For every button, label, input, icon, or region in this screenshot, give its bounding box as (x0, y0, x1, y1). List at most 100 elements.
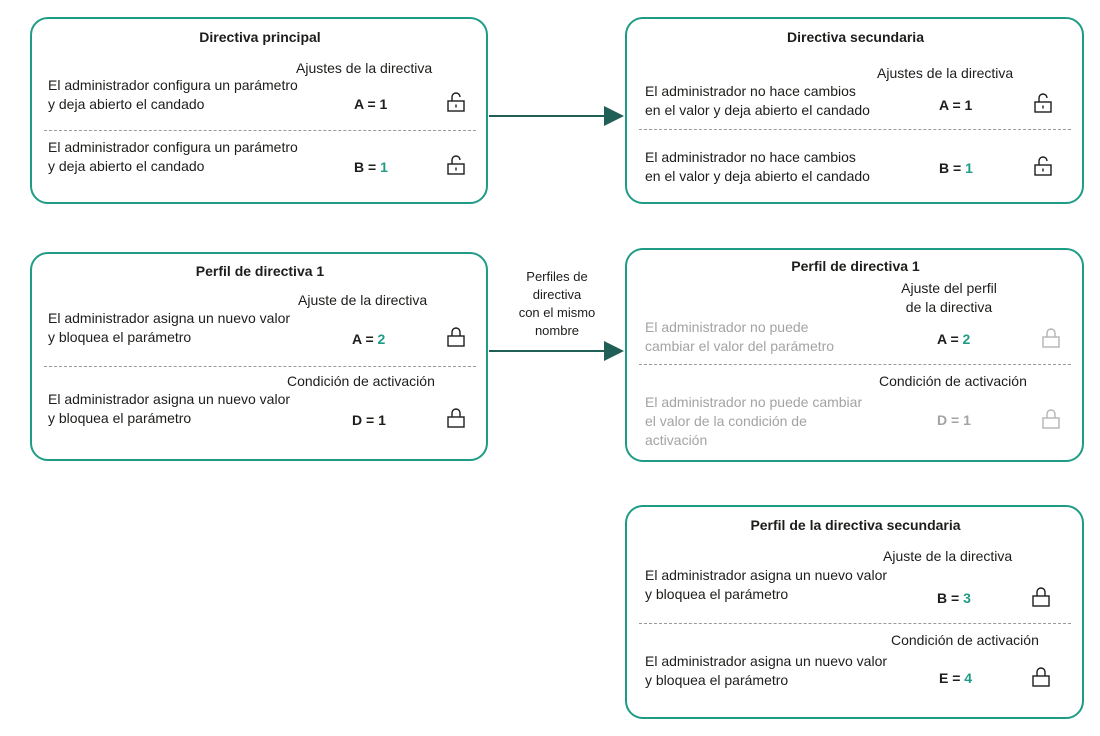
row-description-line: y bloquea el parámetro (48, 410, 192, 426)
open-padlock-icon (1033, 155, 1053, 177)
row-description-line: El administrador asigna un nuevo valor (645, 567, 888, 583)
box-title: Perfil de directiva 1 (791, 258, 920, 274)
value-prefix: B = (939, 160, 966, 176)
value-number: 1 (963, 412, 971, 428)
setting-value: D = 1 (937, 411, 971, 430)
closed-padlock-icon (1031, 666, 1051, 688)
main-policy-box: Directiva principal Ajustes de la direct… (30, 17, 488, 204)
value-number: 1 (379, 96, 388, 112)
box-title: Directiva secundaria (787, 29, 924, 45)
row-description-line: El administrador asigna un nuevo valor (645, 653, 888, 669)
section-label: Condición de activación (891, 632, 1039, 648)
secondary-policy-box: Directiva secundaria Ajustes de la direc… (625, 17, 1084, 204)
row-description: El administrador asigna un nuevo valor y… (48, 309, 290, 347)
arrow-label-line: Perfiles de (526, 269, 588, 284)
policy-profile-box: Perfil de directiva 1 Ajuste de la direc… (30, 252, 488, 461)
box-title: Perfil de la directiva secundaria (750, 517, 961, 533)
row-description-line: el valor de la condición de (645, 413, 807, 429)
row-divider (44, 366, 476, 367)
setting-value: A = 1 (939, 96, 972, 115)
box-title: Perfil de directiva 1 (195, 263, 325, 279)
value-number: 1 (965, 160, 973, 176)
row-description: El administrador configura un parámetro … (48, 138, 298, 176)
row-description-line: El administrador no hace cambios (645, 83, 856, 99)
setting-value: B = 1 (939, 159, 973, 178)
closed-padlock-icon (1031, 586, 1051, 608)
setting-value: E = 4 (939, 669, 972, 688)
open-padlock-icon (446, 154, 466, 176)
row-description-line: y deja abierto el candado (48, 158, 205, 174)
row-description: El administrador no hace cambios en el v… (645, 82, 870, 120)
row-description: El administrador asigna un nuevo valor y… (645, 566, 887, 604)
value-number: 2 (377, 331, 386, 347)
row-divider (639, 623, 1071, 624)
setting-value: B = 3 (937, 589, 971, 608)
arrow-label: Perfiles de directiva con el mismo nombr… (500, 268, 614, 340)
value-prefix: A = (352, 331, 378, 347)
setting-value: A = 2 (937, 330, 970, 349)
value-prefix: D = (937, 412, 964, 428)
value-number: 1 (964, 97, 973, 113)
value-prefix: A = (937, 331, 963, 347)
value-number: 4 (964, 670, 973, 686)
row-description-line: y bloquea el parámetro (48, 329, 192, 345)
open-padlock-icon (446, 91, 466, 113)
arrow-label-line: nombre (534, 323, 580, 338)
row-divider (639, 364, 1071, 365)
row-description-line: en el valor y deja abierto el candado (645, 102, 870, 118)
closed-padlock-icon (1041, 408, 1061, 430)
row-divider (44, 130, 476, 131)
box-title: Directiva principal (199, 29, 321, 45)
row-description: El administrador no puede cambiar el val… (645, 318, 834, 356)
arrow-label-line: directiva (532, 287, 582, 302)
section-label: Condición de activación (879, 373, 1027, 389)
closed-padlock-icon (446, 407, 466, 429)
row-description-line: en el valor y deja abierto el candado (645, 168, 870, 184)
row-divider (639, 129, 1071, 130)
inherited-policy-profile-box: Perfil de directiva 1 Ajuste del perfil … (625, 248, 1084, 462)
row-description: El administrador no hace cambios en el v… (645, 148, 870, 186)
row-description-line: El administrador configura un parámetro (48, 77, 298, 93)
row-description-line: El administrador no puede cambiar (645, 394, 863, 410)
setting-value: B = 1 (354, 158, 388, 177)
secondary-policy-profile-box: Perfil de la directiva secundaria Ajuste… (625, 505, 1084, 719)
value-prefix: B = (937, 590, 964, 606)
row-description-line: El administrador no hace cambios (645, 149, 856, 165)
value-number: 3 (963, 590, 971, 606)
setting-value: A = 1 (354, 95, 387, 114)
row-description: El administrador asigna un nuevo valor y… (48, 390, 290, 428)
row-description: El administrador configura un parámetro … (48, 76, 298, 114)
row-description: El administrador asigna un nuevo valor y… (645, 652, 887, 690)
section-label: Ajustes de la directiva (296, 60, 433, 76)
value-number: 1 (380, 159, 388, 175)
row-description-line: y bloquea el parámetro (645, 672, 789, 688)
open-padlock-icon (1033, 92, 1053, 114)
closed-padlock-icon (446, 326, 466, 348)
section-label-line: Ajuste del perfil (901, 280, 997, 296)
value-prefix: E = (939, 670, 965, 686)
closed-padlock-icon (1041, 327, 1061, 349)
row-description-line: cambiar el valor del parámetro (645, 338, 835, 354)
arrow-label-line: con el mismo (518, 305, 596, 320)
section-label: Ajuste del perfil de la directiva (889, 279, 1009, 317)
value-prefix: A = (354, 96, 380, 112)
row-description: El administrador no puede cambiar el val… (645, 393, 862, 450)
value-prefix: A = (939, 97, 965, 113)
row-description-line: activación (645, 432, 708, 448)
section-label-line: de la directiva (905, 299, 993, 315)
section-label: Ajuste de la directiva (298, 292, 428, 308)
setting-value: A = 2 (352, 330, 385, 349)
value-number: 2 (962, 331, 971, 347)
value-prefix: B = (354, 159, 381, 175)
section-label: Ajustes de la directiva (877, 65, 1014, 81)
row-description-line: y deja abierto el candado (48, 96, 205, 112)
row-description-line: El administrador no puede (645, 319, 809, 335)
section-label: Ajuste de la directiva (883, 548, 1013, 564)
row-description-line: El administrador asigna un nuevo valor (48, 310, 291, 326)
value-number: 1 (378, 412, 386, 428)
row-description-line: El administrador configura un parámetro (48, 139, 298, 155)
row-description-line: El administrador asigna un nuevo valor (48, 391, 291, 407)
row-description-line: y bloquea el parámetro (645, 586, 789, 602)
section-label: Condición de activación (287, 373, 435, 389)
